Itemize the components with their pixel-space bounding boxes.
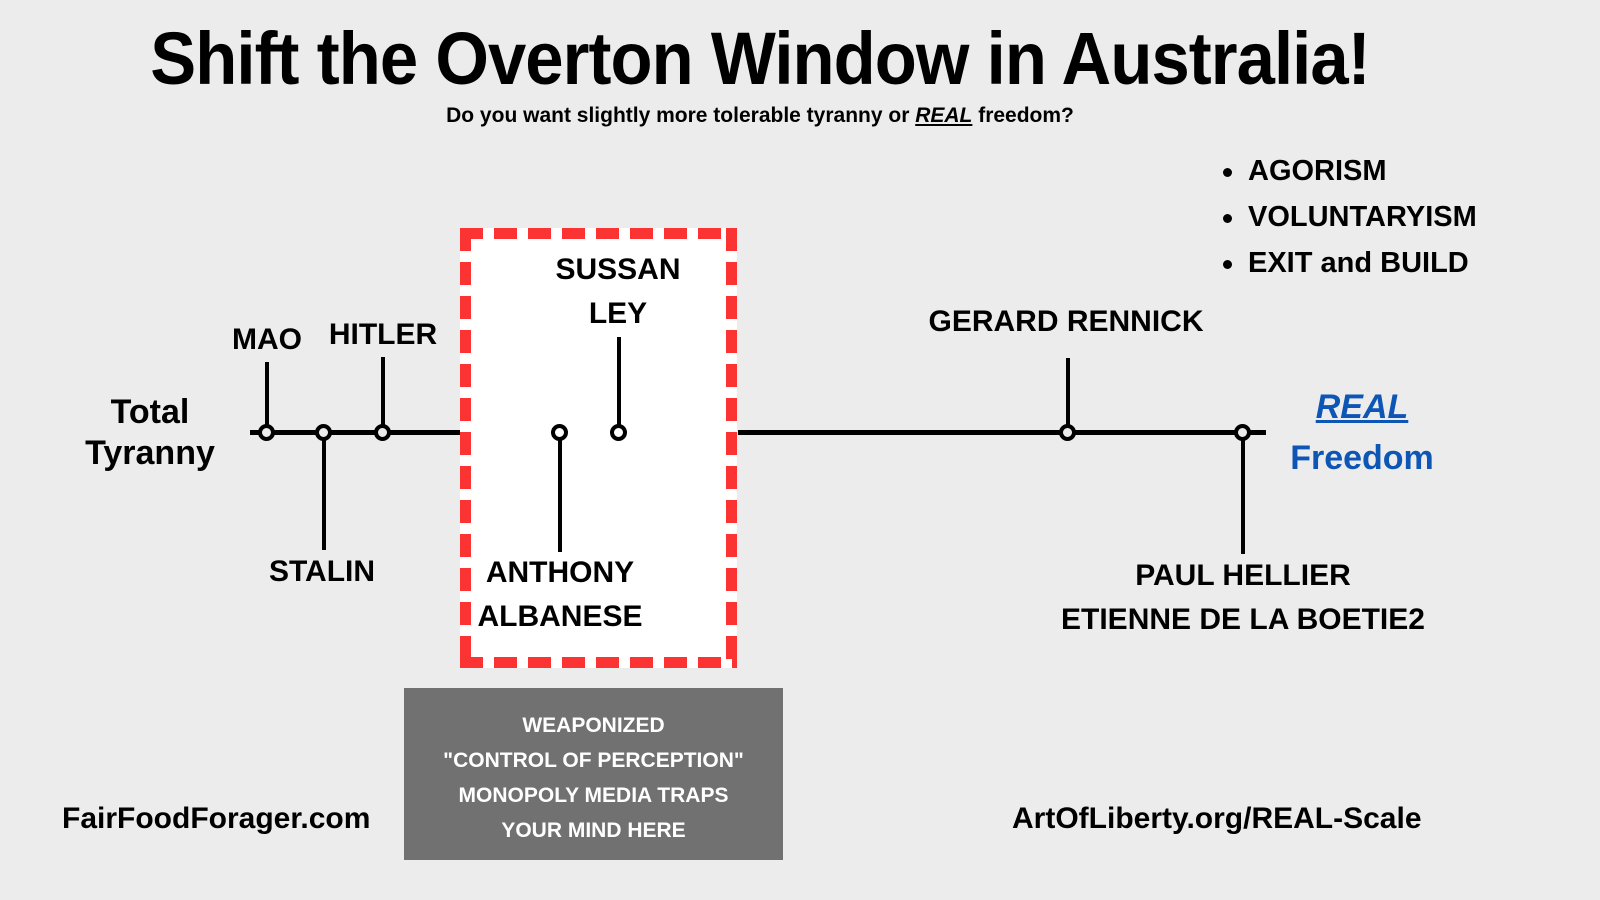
point-label-gerard-rennick: GERARD RENNICK [928, 305, 1204, 338]
axis-left-end-label: Total Tyranny [60, 392, 240, 474]
page-title: Shift the Overton Window in Australia! [150, 17, 1370, 100]
marker-gerard-rennick[interactable] [1059, 424, 1076, 441]
stem-mao [265, 362, 269, 434]
media-box-line3: MONOPOLY MEDIA TRAPS [458, 784, 729, 807]
marker-anthony-albanese[interactable] [551, 424, 568, 441]
marker-stalin[interactable] [315, 424, 332, 441]
philosophy-bullet-list: AGORISM VOLUNTARYISM EXIT and BUILD [1222, 148, 1477, 286]
point-label-line1: PAUL HELLIER [1135, 559, 1351, 592]
bullet-item-exit-and-build: EXIT and BUILD [1223, 240, 1477, 286]
point-label-anthony-albanese: ANTHONY ALBANESE [460, 551, 660, 639]
overton-window-border-left [460, 228, 471, 668]
point-label-hitler: HITLER [328, 318, 438, 351]
overton-window-border-bottom [460, 657, 737, 668]
stem-sussan-ley [617, 337, 621, 434]
media-box-line1: WEAPONIZED [522, 714, 665, 737]
stem-paul-hellier [1241, 432, 1245, 554]
marker-mao[interactable] [258, 424, 275, 441]
subtitle-text-before: Do you want slightly more tolerable tyra… [446, 104, 916, 127]
point-label-line1: ANTHONY [485, 556, 635, 589]
overton-window-border-right [726, 228, 737, 668]
subtitle-text-after: freedom? [972, 104, 1074, 127]
subtitle-emphasis-real: REAL [915, 104, 973, 127]
media-perception-box: WEAPONIZED "CONTROL OF PERCEPTION" MONOP… [404, 688, 783, 860]
stem-anthony-albanese [558, 432, 562, 552]
marker-hitler[interactable] [374, 424, 391, 441]
bullet-item-agorism: AGORISM [1223, 148, 1477, 194]
bullet-label: VOLUNTARYISM [1248, 201, 1477, 233]
axis-right-end-label-freedom: Freedom [1290, 439, 1434, 477]
bullet-label: AGORISM [1248, 155, 1387, 187]
page-subtitle: Do you want slightly more tolerable tyra… [0, 104, 1520, 128]
bullet-label: EXIT and BUILD [1248, 247, 1469, 279]
axis-left-end-label-line2: Tyranny [85, 434, 215, 472]
bullet-item-voluntaryism: VOLUNTARYISM [1223, 194, 1477, 240]
media-box-line4: YOUR MIND HERE [501, 819, 686, 842]
footer-link-artofliberty[interactable]: ArtOfLiberty.org/REAL-Scale [1012, 802, 1422, 835]
scale-axis-line [250, 430, 1266, 435]
stem-stalin [322, 432, 326, 550]
media-box-line2: "CONTROL OF PERCEPTION" [443, 749, 744, 772]
point-label-paul-hellier: PAUL HELLIER ETIENNE DE LA BOETIE2 [1038, 554, 1448, 642]
axis-right-end-label: REAL Freedom [1272, 382, 1452, 484]
point-label-line2: ALBANESE [477, 600, 643, 633]
point-label-stalin: STALIN [268, 555, 376, 588]
point-label-line2: LEY [588, 297, 648, 330]
axis-right-end-emphasis-real: REAL [1315, 388, 1409, 426]
marker-sussan-ley[interactable] [610, 424, 627, 441]
point-label-line1: SUSSAN [555, 253, 681, 286]
footer-link-fairfoodforager[interactable]: FairFoodForager.com [62, 802, 371, 835]
overton-window-border-top [460, 228, 737, 239]
point-label-sussan-ley: SUSSAN LEY [518, 248, 718, 336]
point-label-line2: ETIENNE DE LA BOETIE2 [1061, 603, 1425, 636]
point-label-mao: MAO [232, 323, 302, 356]
stem-gerard-rennick [1066, 358, 1070, 434]
overton-window-box [460, 228, 737, 668]
marker-paul-hellier[interactable] [1234, 424, 1251, 441]
stem-hitler [381, 357, 385, 434]
axis-left-end-label-line1: Total [110, 393, 190, 431]
